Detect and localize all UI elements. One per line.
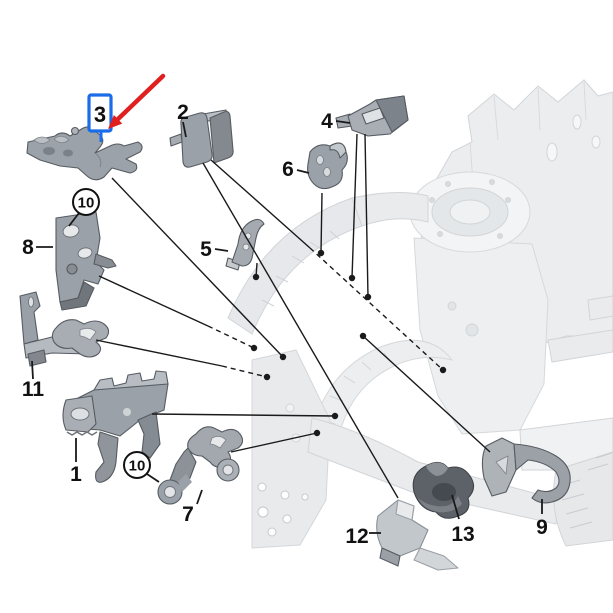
part-13-label-leader [451,494,460,520]
part-7-label-text: 7 [182,503,194,526]
part-8-callout-dot [250,344,258,352]
part-4-callout-2-dot [364,293,372,301]
part-7-label-leader [196,489,203,505]
part-13-label[interactable]: 13 [451,494,475,546]
part-9-shape[interactable] [481,437,571,504]
part-6-callout [317,192,325,257]
selected-label-box[interactable] [87,93,113,133]
part-10-label-top-text: 10 [78,195,95,212]
part-4-label[interactable]: 4 [321,110,351,133]
part-10-label-top[interactable]: 10 [68,188,100,227]
callout-lines-layer [95,133,491,499]
part-5-callout-dot [252,273,260,281]
part-2-shape[interactable] [169,109,234,168]
selection-arrow-head [108,114,123,129]
part-6-label-text: 6 [282,158,294,181]
part-5-callout [252,262,260,281]
part-9-callout-dot [359,332,367,340]
part-7-shape[interactable] [157,426,244,505]
part-2-label-leader [182,121,187,138]
part-2-callout-dot [439,366,447,374]
part-3-callout-dot [279,353,287,361]
part-10-label-top-leader [68,212,80,227]
part-2-label-text: 2 [177,101,189,124]
part-7-callout-dot [313,429,321,437]
part-6-label[interactable]: 6 [282,158,310,181]
part-5-label-text: 5 [200,238,212,261]
part-12-callout [202,162,399,499]
part-1-callout [151,412,339,420]
part-8-shape[interactable] [55,211,117,311]
part-4-shape[interactable] [335,95,409,137]
part-4-label-text: 4 [321,110,333,133]
part-10-label-bottom-leader [146,473,160,483]
part-12-label-text: 12 [345,525,368,548]
part-13-label-text: 13 [451,523,474,546]
part-6-shape[interactable] [307,142,348,190]
part-3-callout [111,177,287,361]
part-6-callout-dot [317,249,325,257]
part-5-label[interactable]: 5 [200,238,229,261]
part-10-label-bottom-text: 10 [129,458,146,475]
part-11-label-leader [31,360,34,380]
part-3-shape[interactable] [26,126,143,181]
part-5-shape[interactable] [225,218,265,271]
part-7-callout [230,429,321,453]
part-1-label[interactable]: 1 [70,438,82,486]
part-5-label-leader [214,248,229,252]
part-9-label-text: 9 [536,516,548,539]
selected-label-text: 3 [94,102,106,127]
part-4-label-leader [335,120,351,124]
part-11-callout-dot [263,373,271,381]
part-9-label[interactable]: 9 [536,499,548,539]
part-8-callout [98,275,258,352]
part-10-label-top-circle [72,188,100,216]
part-11-label[interactable]: 11 [22,360,45,401]
part-13-shape[interactable] [412,461,475,519]
part-1-shape[interactable] [62,370,169,483]
part-1-label-text: 1 [70,463,82,486]
part-1-callout-dot [331,412,339,420]
part-12-label[interactable]: 12 [345,525,381,548]
part-8-label[interactable]: 8 [22,236,53,259]
part-4-callout-1-dot [348,274,356,282]
part-7-label[interactable]: 7 [182,489,203,526]
part-8-label-text: 8 [22,236,34,259]
part-6-label-leader [296,169,310,174]
part-11-label-text: 11 [22,378,45,401]
part-4-callout-2 [364,133,372,301]
part-2-callout [210,159,447,374]
part-labels-layer: 3246581011110712139 [22,101,548,548]
part-10-label-bottom[interactable]: 10 [123,451,160,483]
part-12-shape[interactable] [376,499,459,571]
part-2-label[interactable]: 2 [177,101,189,138]
part-11-callout [95,339,271,381]
selection-arrow-shaft [114,73,166,123]
part-4-callout-1 [348,133,358,282]
parts-layer [19,95,571,571]
part-9-callout [359,332,491,453]
selection-highlight-layer: 3 [87,73,166,142]
part-10-label-bottom-circle [123,451,151,479]
part-11-shape[interactable] [19,291,110,367]
